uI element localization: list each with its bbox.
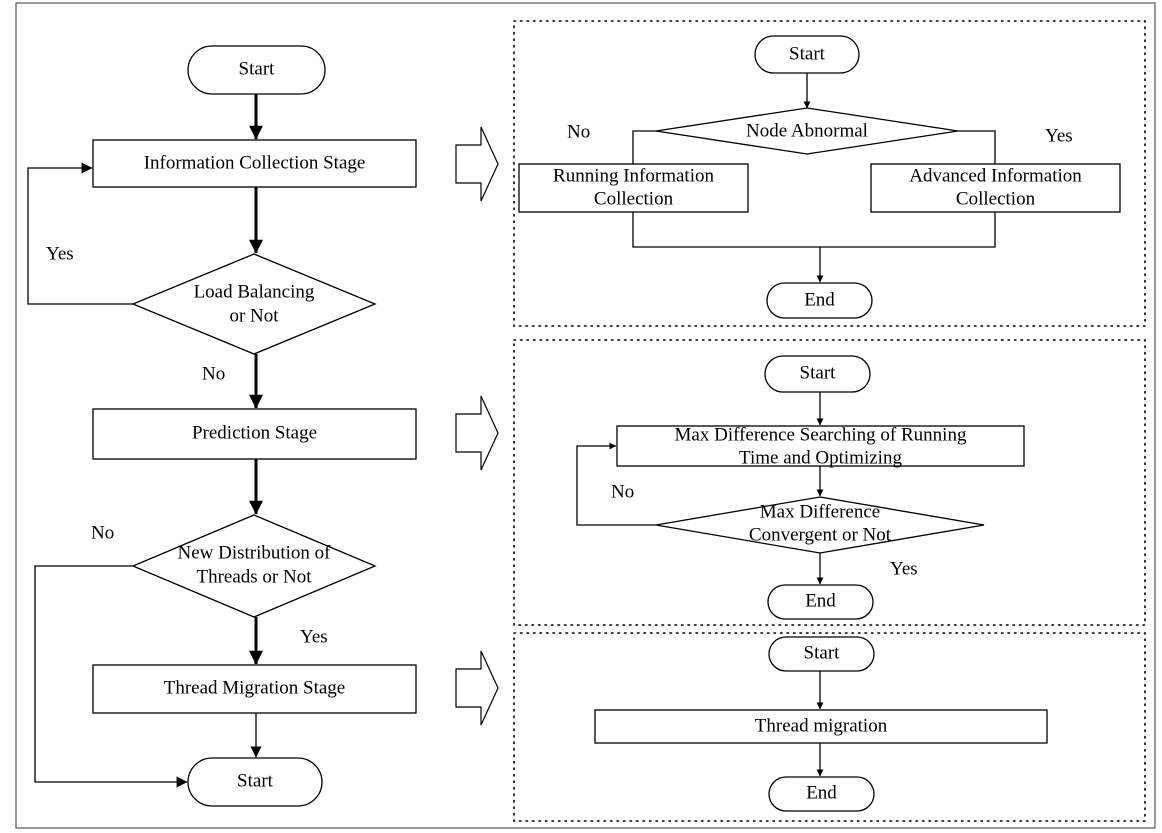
prediction-end-label: End [805, 590, 836, 611]
prediction-detail-panel: Start Max Difference Searching of Runnin… [513, 339, 1146, 626]
prediction-no-label: No [611, 481, 634, 502]
info-yes-connector [958, 130, 996, 164]
yes-loop-label: Yes [46, 243, 74, 264]
running-info-label-line2: Collection [594, 188, 674, 209]
hollow-arrow-info [455, 126, 499, 202]
migration-detail-panel: Start Thread migration End [513, 632, 1146, 822]
node-abnormal-label: Node Abnormal [746, 120, 868, 141]
new-distribution-label-line1: New Distribution of [177, 542, 331, 563]
yes-to-migration-label: Yes [300, 626, 328, 647]
main-end-terminal [187, 757, 323, 807]
max-difference-searching-label-line1: Max Difference Searching of Running [675, 424, 967, 445]
migration-start-terminal [768, 636, 875, 672]
prediction-start-terminal [764, 355, 871, 393]
main-start-label: Start [239, 58, 276, 79]
thread-migration-label: Thread migration [755, 715, 888, 736]
prediction-no-loop-connector [576, 442, 656, 526]
thread-migration-box [594, 709, 1048, 744]
advanced-info-collection-box [870, 163, 1121, 213]
main-end-label: Start [237, 770, 274, 791]
thread-migration-stage-box [92, 664, 417, 714]
thread-migration-stage-label: Thread Migration Stage [164, 677, 346, 698]
migration-start-label: Start [804, 642, 841, 663]
max-difference-searching-box [616, 425, 1025, 467]
info-end-terminal [766, 282, 873, 319]
info-start-label: Start [789, 43, 826, 64]
convergent-label-line2: Convergent or Not [749, 524, 892, 545]
info-yes-label: Yes [1045, 125, 1073, 146]
no-bypass-label: No [91, 522, 114, 543]
info-no-connector [632, 130, 656, 164]
migration-end-terminal [768, 776, 875, 812]
info-collection-stage-label: Information Collection Stage [144, 152, 366, 173]
load-balancing-label-line1: Load Balancing [194, 281, 315, 302]
convergent-label-line1: Max Difference [760, 501, 880, 522]
advanced-info-label-line2: Collection [956, 188, 1036, 209]
max-difference-searching-label-line2: Time and Optimizing [739, 447, 902, 468]
prediction-stage-label: Prediction Stage [192, 422, 317, 443]
no-to-prediction-label: No [202, 363, 225, 384]
prediction-panel-border [513, 339, 1146, 626]
load-balancing-decision [131, 253, 377, 355]
running-info-label-line1: Running Information [553, 165, 714, 186]
info-merge-connector [632, 212, 996, 248]
node-abnormal-decision [655, 107, 959, 155]
info-end-label: End [804, 289, 835, 310]
main-flow: Start Information Collection Stage Load … [27, 45, 417, 807]
prediction-yes-label: Yes [890, 558, 918, 579]
prediction-stage-box [92, 408, 417, 460]
load-balancing-label-line2: or Not [229, 305, 279, 326]
hollow-arrow-prediction [455, 395, 499, 471]
new-distribution-decision [131, 514, 377, 618]
info-no-label: No [567, 121, 590, 142]
outer-frame [15, 2, 1156, 829]
yes-loop-connector [27, 162, 133, 305]
advanced-info-label-line1: Advanced Information [909, 165, 1082, 186]
hollow-arrow-migration [455, 650, 499, 726]
prediction-end-terminal [767, 584, 874, 620]
migration-end-label: End [806, 782, 837, 803]
new-distribution-label-line2: Threads or Not [196, 566, 312, 587]
no-bypass-connector [34, 565, 188, 788]
prediction-start-label: Start [800, 362, 837, 383]
info-collection-stage-box [92, 139, 417, 188]
info-collection-detail-panel: Start Node Abnormal No Yes Running Infor… [513, 20, 1146, 327]
